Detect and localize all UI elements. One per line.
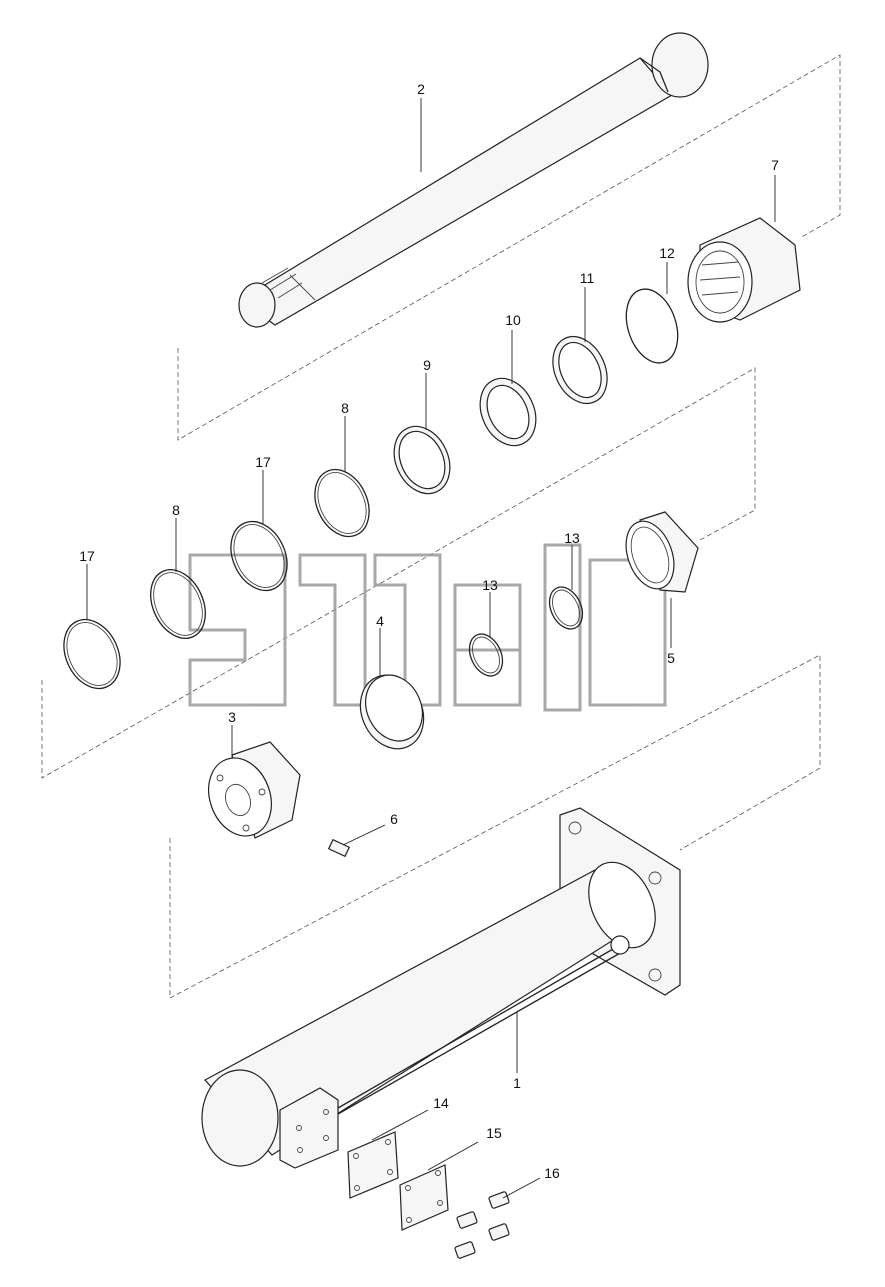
- callout-8-upper: 8: [341, 400, 349, 416]
- snap-ring: [625, 288, 679, 364]
- callout-12: 12: [659, 245, 675, 261]
- callout-11: 11: [580, 270, 595, 286]
- seal-ring-9: [393, 425, 451, 495]
- watermark-logo: TM: [188, 535, 675, 712]
- callout-14: 14: [433, 1095, 449, 1111]
- cylinder-barrel: [201, 807, 681, 1169]
- callout-4: 4: [376, 613, 384, 629]
- o-ring-8-upper: [314, 468, 370, 538]
- callout-labels: 2 7 12 11 10 9 8 17 8 17 13 13 4 5 3 6 1…: [79, 81, 779, 1181]
- set-screw: [327, 838, 351, 858]
- callout-9: 9: [423, 357, 431, 373]
- callout-17-lower: 17: [79, 548, 95, 564]
- gasket-plate-15: [399, 1164, 449, 1231]
- callout-16: 16: [544, 1165, 560, 1181]
- callout-10: 10: [505, 312, 521, 328]
- callout-6: 6: [390, 811, 398, 827]
- assembly-guide-lines: [41, 54, 841, 999]
- wear-band: [359, 674, 425, 750]
- callout-13-upper: 13: [564, 530, 580, 546]
- callout-13-lower: 13: [482, 577, 498, 593]
- callout-1: 1: [513, 1075, 521, 1091]
- guide-bushing: [625, 511, 699, 593]
- callout-3: 3: [228, 709, 236, 725]
- seal-ring-11: [552, 335, 608, 405]
- callout-15: 15: [486, 1125, 502, 1141]
- callout-2: 2: [417, 81, 425, 97]
- o-ring-8-lower: [150, 569, 206, 639]
- piston: [208, 741, 301, 839]
- gland-nut: [687, 217, 801, 323]
- o-ring-13-lower: [468, 633, 504, 677]
- mounting-bolts: [454, 1191, 510, 1259]
- callout-17-upper: 17: [255, 454, 271, 470]
- leader-lines: [86, 98, 776, 1199]
- backup-ring-17-lower: [63, 618, 121, 690]
- piston-rod: [238, 32, 709, 328]
- cover-plate-14: [347, 1131, 399, 1199]
- callout-5: 5: [667, 650, 675, 666]
- backup-ring-17-upper: [230, 520, 288, 592]
- o-ring-13-upper: [548, 586, 584, 630]
- callout-7: 7: [771, 157, 779, 173]
- seal-ring-10: [479, 377, 537, 447]
- callout-8-lower: 8: [172, 502, 180, 518]
